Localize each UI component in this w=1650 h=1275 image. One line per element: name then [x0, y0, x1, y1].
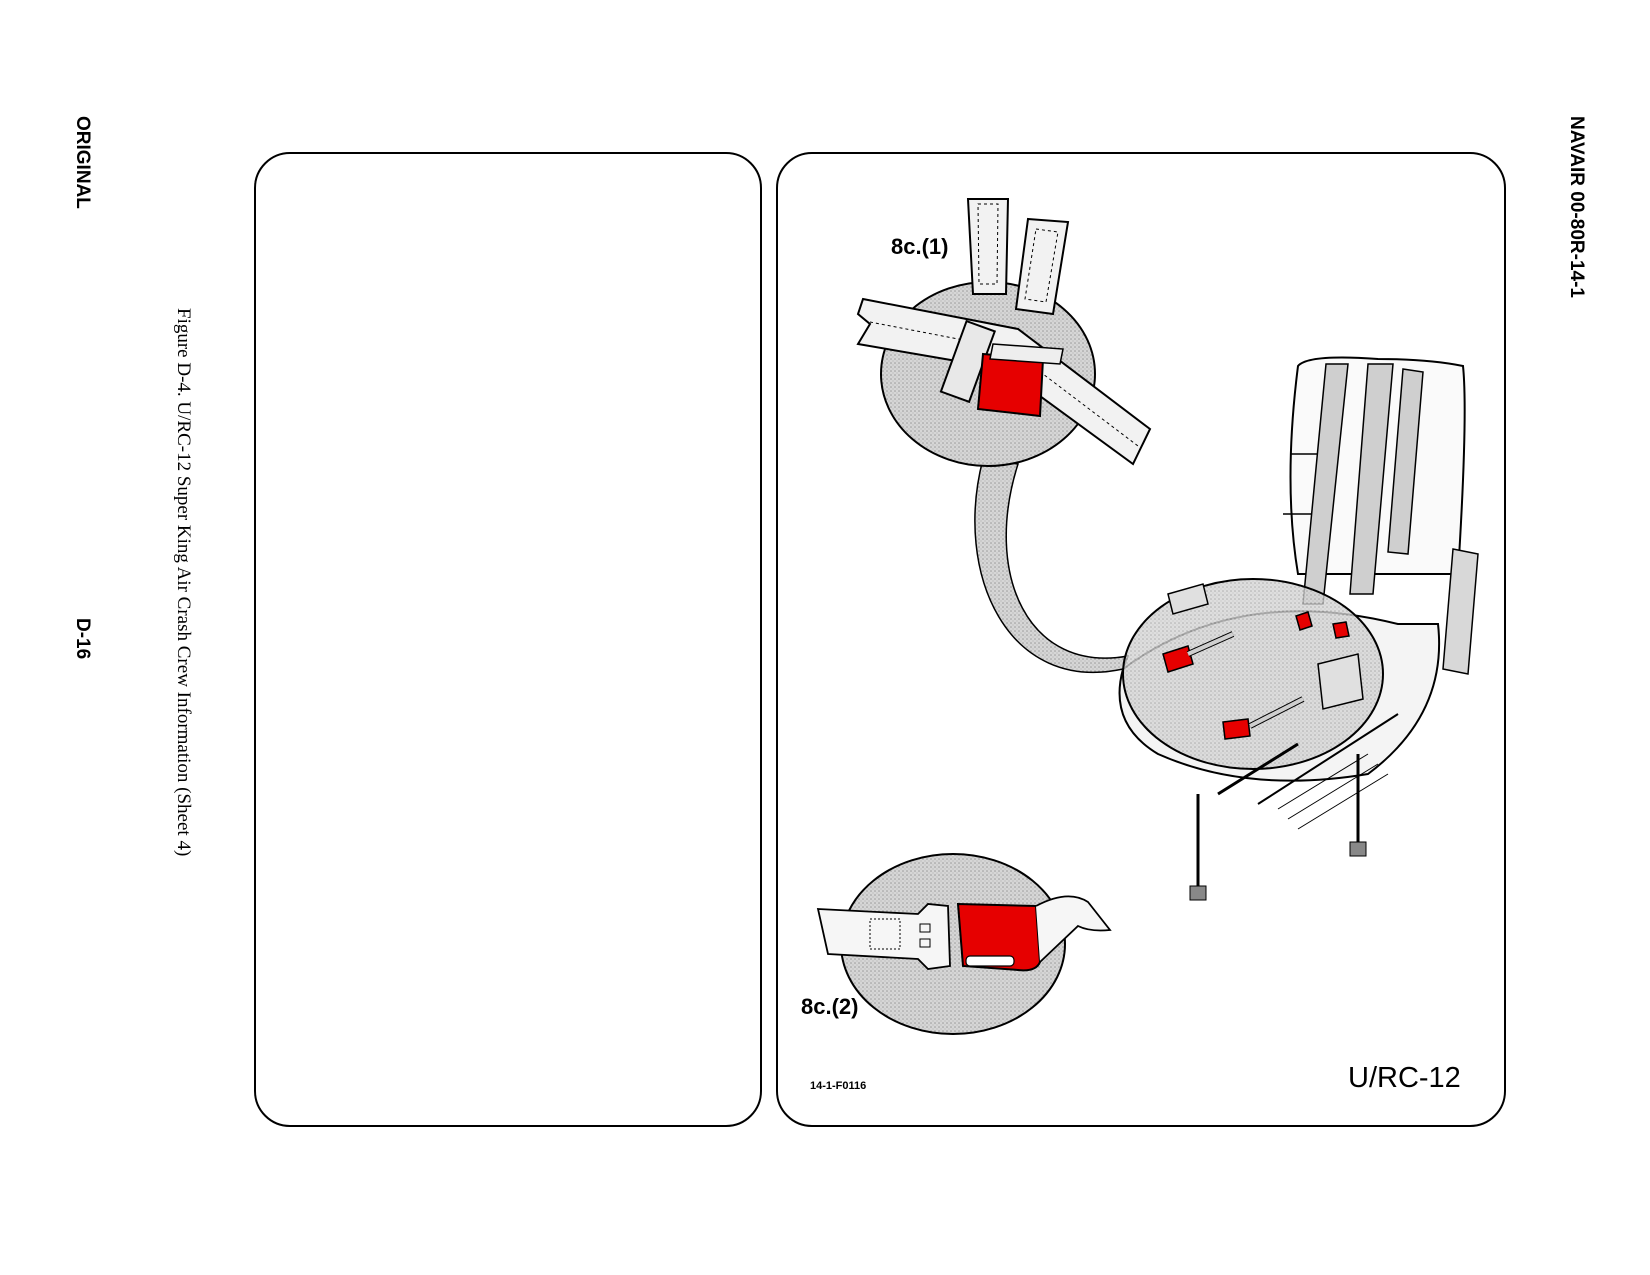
detail-8c1 [856, 198, 1152, 467]
page-number: D-16 [72, 618, 93, 660]
illustration-panel: 8c.(1) 8c.(2) 14-1-F0116 U/RC-12 [776, 152, 1506, 1127]
callout-8c2: 8c.(2) [801, 994, 859, 1019]
document-number: NAVAIR 00-80R-14-1 [1566, 116, 1587, 298]
detail-8c2 [816, 853, 1112, 1035]
figure-caption: Figure D-4. U/RC-12 Super King Air Crash… [173, 308, 194, 857]
figure-code: 14-1-F0116 [810, 1080, 867, 1092]
aircraft-designation: U/RC-12 [1348, 1062, 1461, 1094]
callout-8c1: 8c.(1) [891, 234, 949, 259]
seat-harness-illustration [816, 198, 1479, 1035]
original-label: ORIGINAL [72, 116, 93, 209]
detail-connector-band [974, 458, 1130, 674]
blank-panel [254, 152, 762, 1127]
crew-seat [1118, 356, 1479, 901]
